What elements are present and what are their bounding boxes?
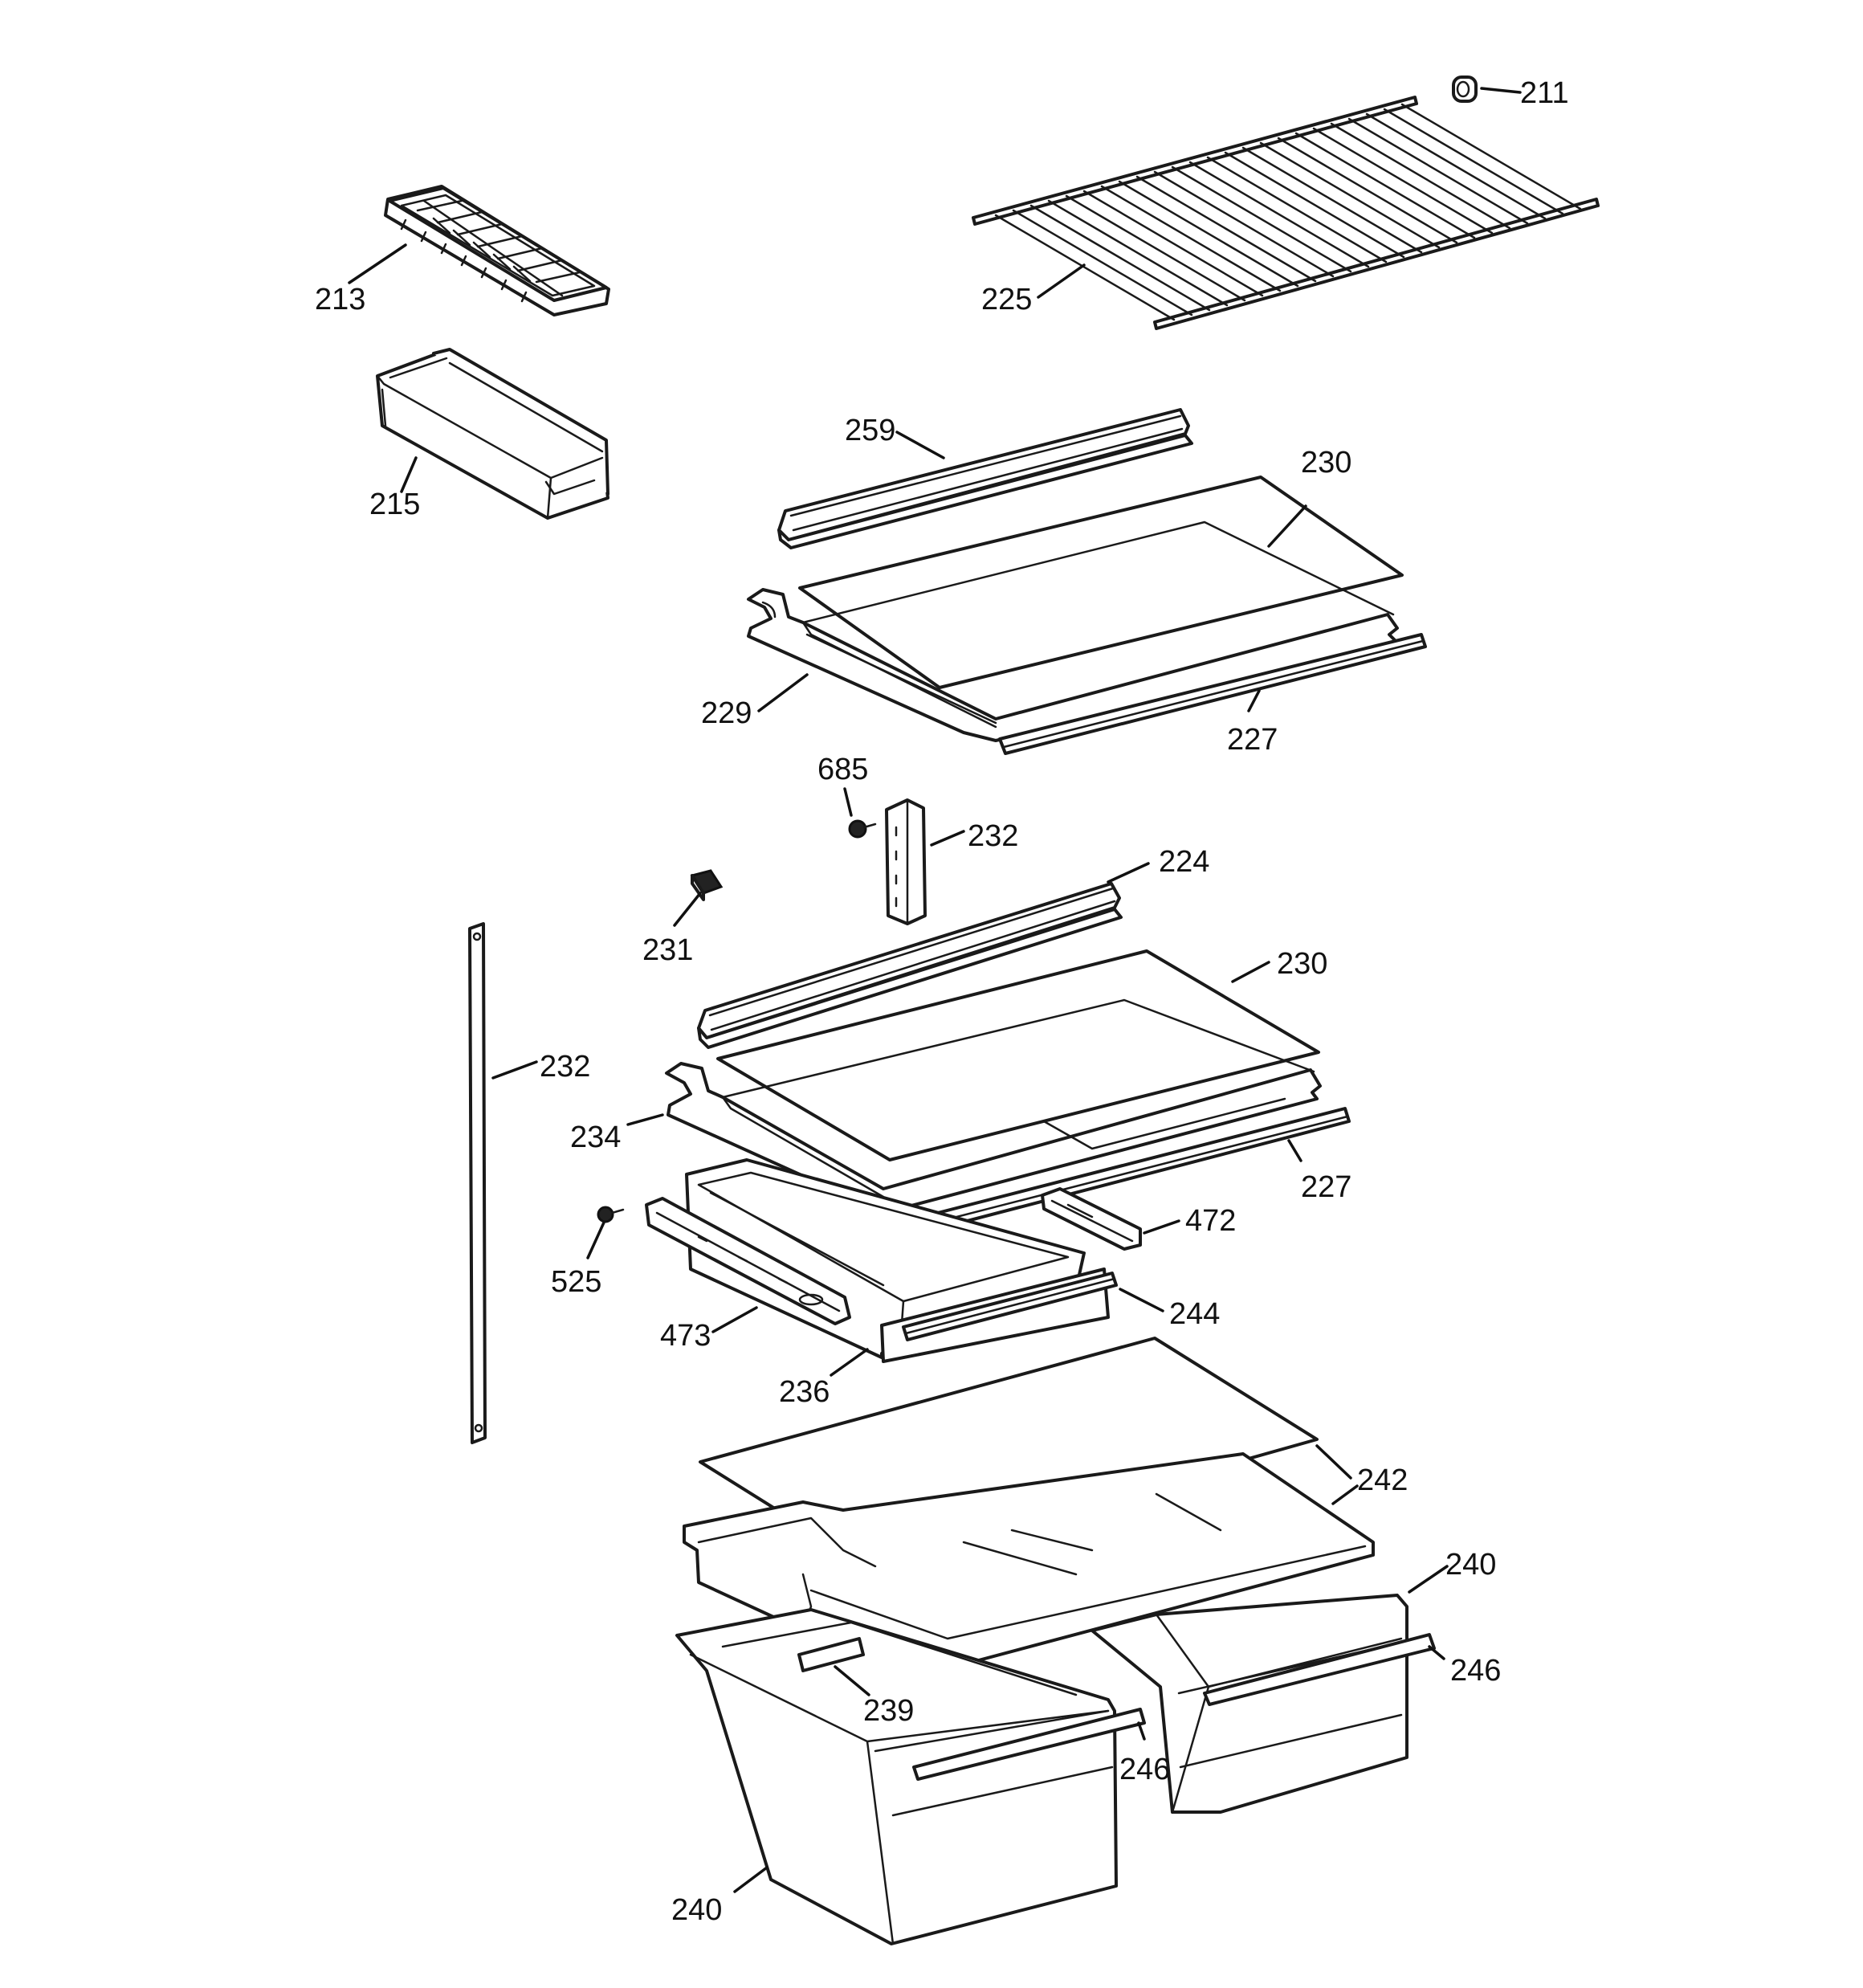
label-231: 231: [642, 933, 693, 967]
leader-211: [1480, 87, 1522, 94]
label-230-upper: 230: [1301, 446, 1351, 480]
label-229: 229: [701, 696, 752, 730]
leader-232a: [930, 830, 965, 847]
leader-240b: [733, 1866, 768, 1893]
label-236: 236: [779, 1375, 830, 1409]
label-234: 234: [570, 1121, 621, 1154]
label-227-upper: 227: [1227, 723, 1278, 757]
part-231-clip: [690, 869, 724, 901]
leader-246a: [1428, 1645, 1445, 1660]
part-472-slide-rail: [1041, 1187, 1142, 1251]
label-232-long: 232: [540, 1050, 590, 1084]
leader-234: [626, 1113, 664, 1126]
part-240-crisper-drawer-right: [1090, 1594, 1436, 1814]
leader-244: [1119, 1288, 1164, 1312]
part-239-rod: [797, 1637, 865, 1672]
leader-242a: [1315, 1444, 1352, 1480]
leader-259: [895, 431, 945, 459]
label-259: 259: [845, 414, 895, 447]
leader-229: [757, 673, 809, 712]
callout-labels: 211 213 215 225 259 230 229 227 685 232 …: [315, 76, 1569, 1927]
leader-231: [673, 892, 702, 927]
leader-236: [830, 1348, 869, 1377]
label-685: 685: [817, 753, 868, 786]
label-244: 244: [1169, 1297, 1220, 1331]
leader-213: [348, 243, 407, 284]
part-240-crisper-drawer-left: [675, 1608, 1146, 1945]
part-225-wire-shelf: [972, 96, 1600, 330]
leader-230b: [1231, 961, 1270, 983]
part-230-glass-shelf-upper: [798, 476, 1404, 689]
part-473-slide-rail: [645, 1197, 851, 1325]
label-242: 242: [1357, 1463, 1408, 1497]
part-232-bracket-long: [468, 922, 487, 1444]
part-685-screw: [848, 819, 877, 839]
label-246-left: 246: [1119, 1753, 1170, 1786]
label-239: 239: [863, 1694, 914, 1728]
label-215: 215: [369, 488, 420, 521]
part-259-shelf-rail: [777, 408, 1193, 549]
label-525: 525: [551, 1265, 601, 1299]
part-232-bracket-upper: [885, 798, 927, 925]
label-472: 472: [1185, 1204, 1236, 1238]
label-225: 225: [981, 283, 1032, 316]
label-227-middle: 227: [1301, 1170, 1351, 1204]
leader-lines: [348, 87, 1522, 1893]
leader-472: [1143, 1219, 1180, 1235]
label-240-right: 240: [1445, 1548, 1496, 1582]
part-234-shelf-frame: [665, 998, 1322, 1213]
part-244-drawer-trim: [902, 1272, 1118, 1341]
label-240-left: 240: [671, 1893, 722, 1927]
leader-242b: [1331, 1484, 1359, 1505]
label-232-upper: 232: [968, 819, 1018, 853]
leader-525: [586, 1221, 605, 1259]
leader-685: [843, 787, 853, 817]
part-211-end-cap: [1452, 76, 1478, 103]
part-227-front-trim-upper: [998, 633, 1427, 755]
part-213-ice-tray: [384, 185, 610, 316]
leader-232b: [491, 1060, 538, 1080]
label-213: 213: [315, 283, 365, 316]
leader-239: [834, 1665, 870, 1696]
leader-224: [1107, 862, 1150, 884]
label-230-middle: 230: [1277, 947, 1327, 981]
label-473: 473: [660, 1319, 711, 1353]
leader-246b: [1137, 1721, 1146, 1741]
leader-215: [400, 456, 418, 493]
leader-240a: [1408, 1565, 1449, 1594]
label-224: 224: [1159, 845, 1209, 879]
leader-225: [1037, 263, 1086, 299]
part-525-screw: [597, 1206, 625, 1223]
leader-227b: [1287, 1139, 1302, 1162]
part-224-shelf-rail: [697, 882, 1123, 1049]
leader-230a: [1267, 504, 1307, 548]
part-229-shelf-frame: [747, 520, 1399, 742]
label-246-right: 246: [1450, 1654, 1501, 1688]
leader-473: [711, 1306, 758, 1333]
part-230-glass-shelf-middle: [716, 949, 1320, 1161]
part-215-storage-bin: [376, 348, 609, 520]
leader-227a: [1247, 689, 1261, 712]
label-211: 211: [1520, 76, 1569, 110]
